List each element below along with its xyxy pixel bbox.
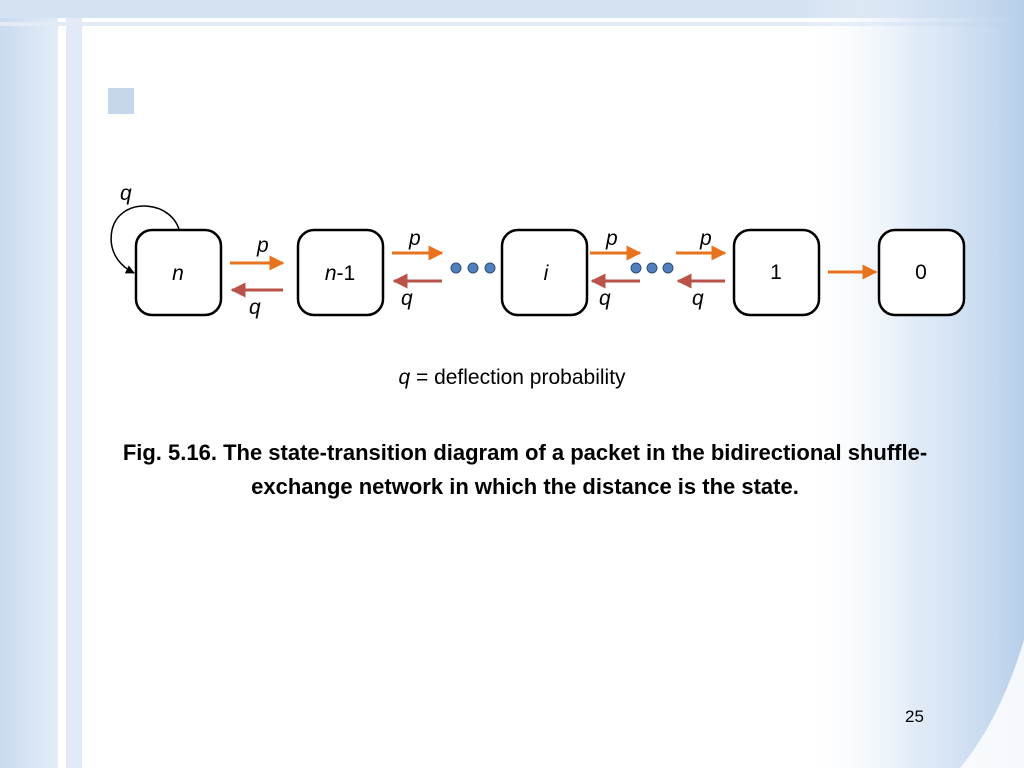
figure-caption: Fig. 5.16. The state-transition diagram … — [122, 440, 928, 499]
edge-label-p: p — [605, 227, 618, 250]
edge-label-q: q — [249, 296, 261, 319]
top-band-line — [0, 22, 1024, 26]
node-label: 1 — [770, 261, 782, 284]
ellipsis-dots — [630, 262, 674, 274]
edge-label-p: p — [699, 227, 712, 250]
state-node-n: n — [134, 228, 223, 317]
page-curl — [960, 640, 1024, 768]
left-stripe-inner — [66, 0, 82, 768]
node-label: n-1 — [325, 262, 355, 285]
state-node-1: 1 — [732, 228, 821, 317]
self-loop-arrow — [110, 205, 181, 274]
legend-symbol: q — [398, 366, 411, 389]
legend-text: = deflection probability — [410, 366, 626, 389]
page-number: 25 — [905, 707, 924, 726]
legend: q = deflection probability — [0, 366, 1024, 390]
node-label: n — [172, 262, 184, 285]
node-label: 0 — [915, 261, 927, 284]
state-node-n-1: n-1 — [296, 228, 385, 317]
state-node-i: i — [500, 228, 589, 317]
edge-label-p: p — [408, 227, 421, 250]
state-node-0: 0 — [877, 228, 966, 317]
right-gradient — [800, 0, 1024, 768]
edge-label-q: q — [599, 287, 611, 310]
edge-label-q: q — [692, 287, 704, 310]
self-loop-label: q — [120, 182, 132, 205]
ellipsis-dots — [450, 262, 496, 274]
corner-square — [108, 88, 134, 114]
edge-label-p: p — [256, 234, 269, 257]
left-stripe — [0, 0, 58, 768]
node-label: i — [544, 262, 550, 285]
edge-label-q: q — [401, 287, 413, 310]
top-band — [0, 0, 1024, 18]
